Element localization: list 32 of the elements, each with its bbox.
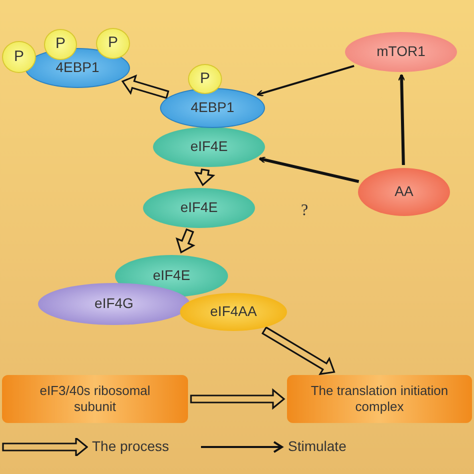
node-label: eIF3/40s ribosomal subunit xyxy=(38,382,152,416)
complex-box xyxy=(2,375,188,423)
node-label: eIF4G xyxy=(94,295,134,313)
node-label: AA xyxy=(394,183,414,201)
arrow xyxy=(398,74,406,166)
node-label: eIF4E xyxy=(180,199,218,217)
node-label: P xyxy=(200,70,210,88)
complex-box xyxy=(287,375,472,423)
hollow-arrow xyxy=(121,74,170,99)
node-label: The translation initiation complex xyxy=(310,382,450,416)
node-label: P xyxy=(14,48,24,66)
node-label: eIF4AA xyxy=(210,303,257,321)
hollow-arrow xyxy=(194,168,216,186)
legend-label: Stimulate xyxy=(288,437,346,456)
hollow-arrow xyxy=(190,388,286,410)
protein-ellipse xyxy=(160,88,265,128)
phosphate-circle xyxy=(188,64,222,94)
arrow xyxy=(258,156,360,184)
arrow xyxy=(256,64,354,97)
node-label: P xyxy=(108,34,118,53)
phosphate-circle xyxy=(44,29,77,60)
node-label: P xyxy=(55,35,66,54)
hollow-arrow xyxy=(176,228,196,254)
phosphate-circle xyxy=(96,28,130,59)
node-label: mTOR1 xyxy=(376,43,426,61)
node-label: eIF4E xyxy=(190,138,228,156)
phosphate-circle xyxy=(2,41,36,73)
legend-label: The process xyxy=(92,437,170,456)
node-label: 4EBP1 xyxy=(56,59,100,77)
node-label: eIF4E xyxy=(152,267,190,285)
node-label: 4EBP1 xyxy=(190,99,234,117)
hollow-arrow xyxy=(262,326,336,376)
